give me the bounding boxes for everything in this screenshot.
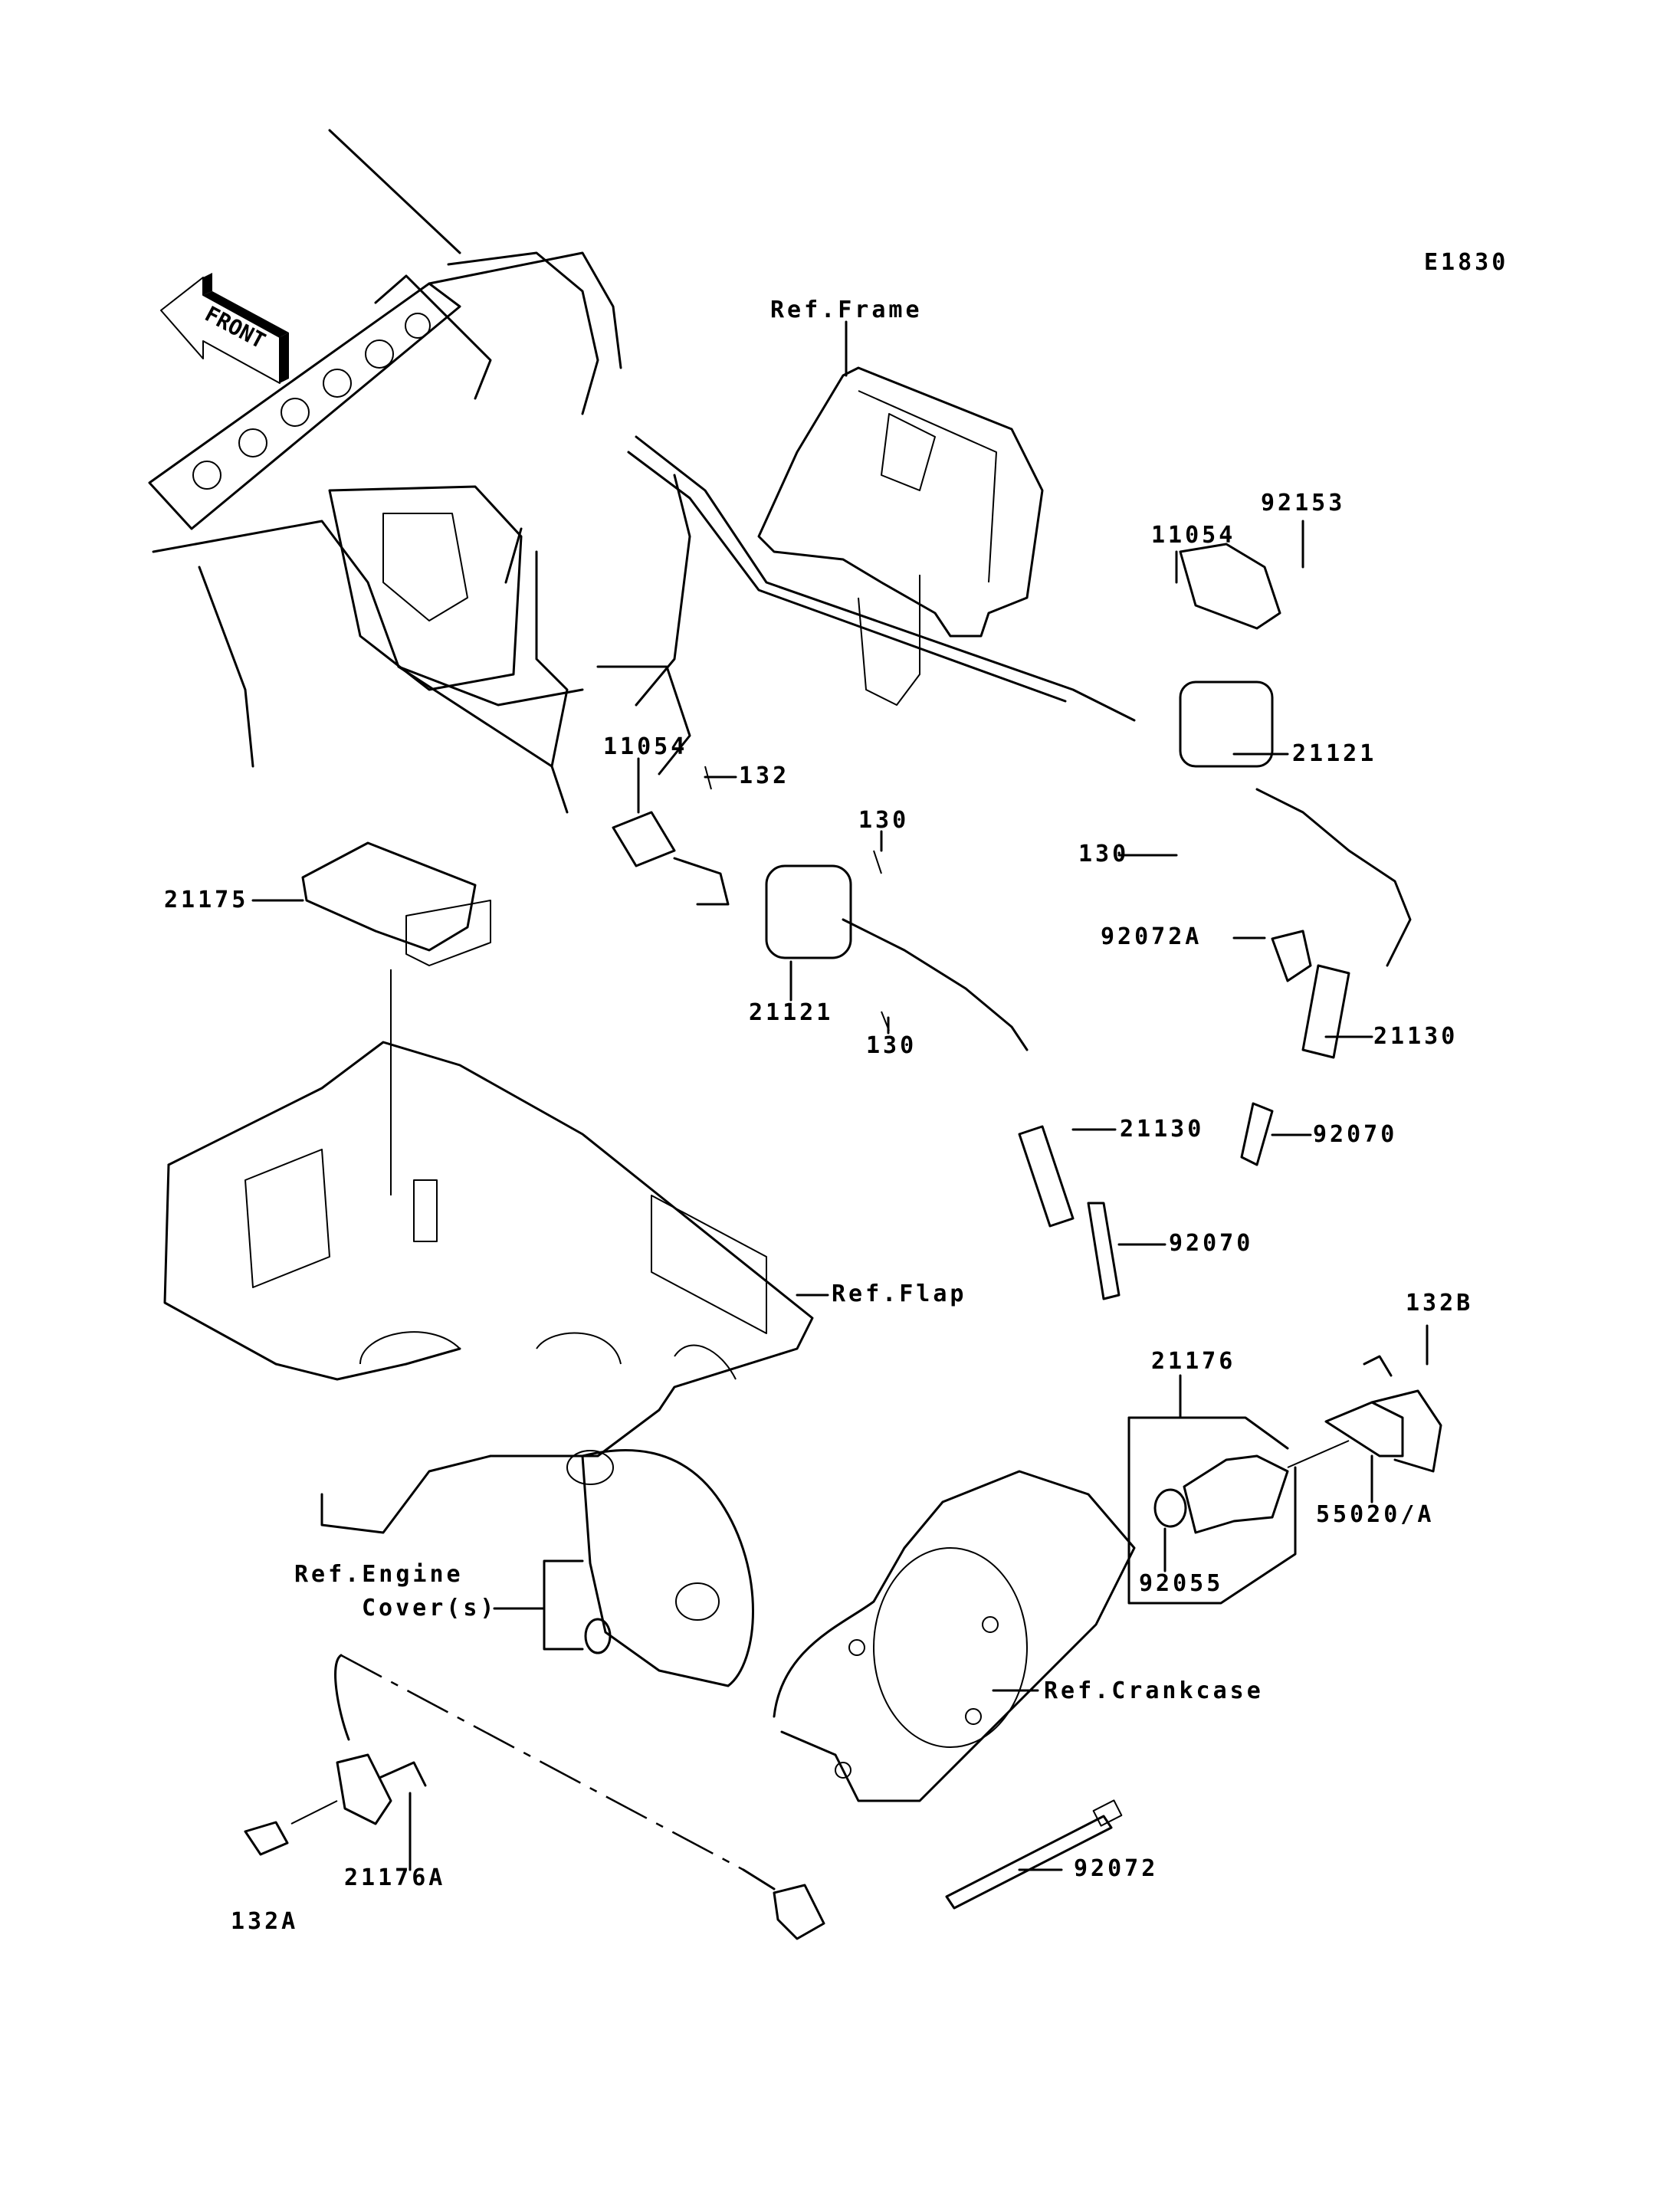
engine-cover-drawing [493,1449,754,1687]
leader-lines [251,320,1373,1692]
figure-id: E1830 [1424,249,1509,276]
ref-flap-label: Ref.Flap [832,1280,967,1307]
ref-engine-cover-label-line2: Cover(s) [362,1595,497,1622]
callout-130-mid[interactable]: 130 [866,1032,917,1059]
flap-drawing [163,1041,814,1534]
callout-92070-right[interactable]: 92070 [1313,1121,1398,1148]
callout-21175[interactable]: 21175 [164,887,249,913]
callout-21176[interactable]: 21176 [1151,1348,1236,1375]
ref-crankcase-label: Ref.Crankcase [1044,1677,1264,1704]
callout-132B[interactable]: 132B [1406,1290,1474,1317]
callout-55020-A[interactable]: 55020/A [1316,1501,1435,1528]
cable-tie-drawing [945,1799,1123,1910]
crank-sensor-drawing [1127,1324,1442,1605]
callout-21121-right[interactable]: 21121 [1292,740,1377,767]
front-arrow-icon: FRONT [160,273,289,384]
callout-11054-right[interactable]: 11054 [1151,522,1236,549]
frame-drawing [148,129,1136,814]
callout-92072[interactable]: 92072 [1074,1855,1159,1882]
callout-92070-mid[interactable]: 92070 [1169,1230,1254,1257]
ignition-coil-right-drawing [1179,543,1412,1166]
cam-sensor-drawing [244,1654,825,1940]
ref-frame-label: Ref.Frame [770,297,923,323]
ignition-coil-mid-drawing [612,766,1121,1300]
callout-21121-mid[interactable]: 21121 [749,999,834,1026]
callout-132[interactable]: 132 [739,762,790,789]
ecu-drawing [301,841,491,1195]
ref-engine-cover-label-line1: Ref.Engine [294,1561,464,1588]
callout-92072A[interactable]: 92072A [1101,923,1203,950]
callout-92055[interactable]: 92055 [1139,1570,1224,1597]
callout-21130-right[interactable]: 21130 [1373,1023,1459,1050]
frame-bracket-drawing [757,366,1044,706]
callout-130-top-mid[interactable]: 130 [858,807,910,834]
crankcase-drawing [773,1470,1136,1802]
callout-21176A[interactable]: 21176A [344,1864,446,1891]
callout-92153[interactable]: 92153 [1261,490,1346,516]
callout-132A[interactable]: 132A [231,1908,299,1935]
callout-21130-mid[interactable]: 21130 [1120,1116,1205,1143]
callout-11054-mid[interactable]: 11054 [603,733,688,760]
callout-130-right[interactable]: 130 [1078,841,1130,867]
